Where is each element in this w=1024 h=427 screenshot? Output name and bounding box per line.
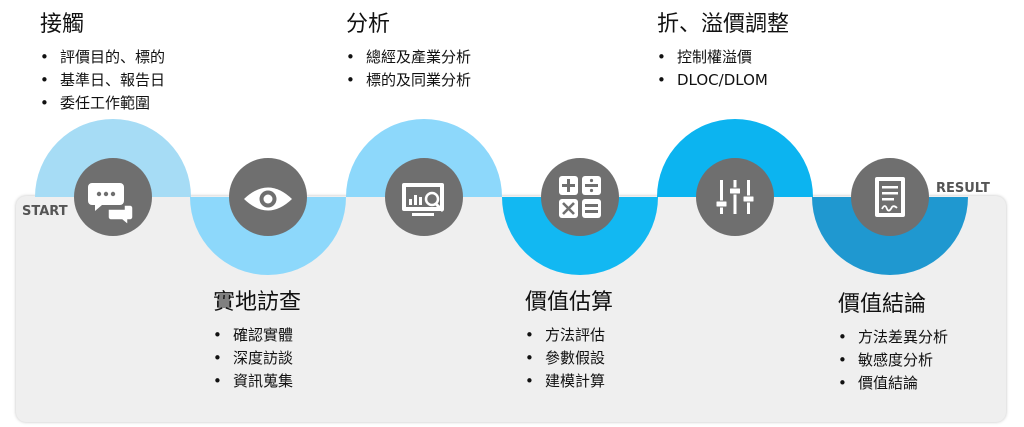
step-6-bullet-3: 價值結論	[838, 372, 948, 395]
step-4-icon-circle	[541, 158, 619, 236]
calculator-icon	[559, 176, 601, 218]
step-3-bullets: 總經及產業分析 標的及同業分析	[346, 46, 471, 92]
start-label: START	[22, 204, 68, 219]
eye-icon	[244, 187, 292, 211]
step-6-text: 價值結論 方法差異分析 敏感度分析 價值結論	[838, 292, 948, 395]
step-3-text: 分析 總經及產業分析 標的及同業分析	[346, 12, 471, 92]
sliders-icon	[715, 180, 755, 214]
step-1-bullet-1: 評價目的、標的	[40, 46, 165, 69]
step-4-text: 價值估算 方法評估 參數假設 建模計算	[525, 290, 613, 393]
step-4-title: 價值估算	[525, 290, 614, 315]
step-3-bullet-1: 總經及產業分析	[346, 46, 471, 69]
step-5-text: 折、溢價調整 控制權溢價 DLOC/DLOM	[657, 12, 789, 92]
step-4-bullet-2: 參數假設	[525, 347, 613, 370]
step-2-title: 實地訪查	[213, 290, 302, 315]
step-4-bullet-1: 方法評估	[525, 324, 613, 347]
report-icon	[875, 177, 905, 217]
step-4-bullets: 方法評估 參數假設 建模計算	[525, 324, 613, 393]
step-3-title: 分析	[346, 12, 391, 37]
step-6-bullets: 方法差異分析 敏感度分析 價值結論	[838, 326, 948, 395]
step-2-bullet-1: 確認實體	[213, 324, 301, 347]
step-1-bullet-3: 委任工作範圍	[40, 92, 165, 115]
step-1-bullets: 評價目的、標的 基準日、報告日 委任工作範圍	[40, 46, 165, 115]
chat-icon	[88, 183, 134, 227]
step-6-title: 價值結論	[838, 292, 927, 317]
step-1-text: 接觸 評價目的、標的 基準日、報告日 委任工作範圍	[40, 12, 165, 115]
step-2-text: 實地訪查 確認實體 深度訪談 資訊蒐集	[213, 290, 301, 393]
step-2-bullets: 確認實體 深度訪談 資訊蒐集	[213, 324, 301, 393]
analysis-icon	[402, 183, 445, 216]
step-2-bullet-2: 深度訪談	[213, 347, 301, 370]
step-2-bullet-3: 資訊蒐集	[213, 370, 301, 393]
step-5-title: 折、溢價調整	[657, 12, 790, 37]
step-3-bullet-2: 標的及同業分析	[346, 69, 471, 92]
result-label: RESULT	[936, 181, 990, 196]
step-1-bullet-2: 基準日、報告日	[40, 69, 165, 92]
step-5-bullet-2: DLOC/DLOM	[657, 69, 789, 92]
step-5-bullet-1: 控制權溢價	[657, 46, 789, 69]
step-1-title: 接觸	[40, 12, 85, 37]
step-5-bullets: 控制權溢價 DLOC/DLOM	[657, 46, 789, 92]
step-6-bullet-1: 方法差異分析	[838, 326, 948, 349]
step-4-bullet-3: 建模計算	[525, 370, 613, 393]
step-6-bullet-2: 敏感度分析	[838, 349, 948, 372]
